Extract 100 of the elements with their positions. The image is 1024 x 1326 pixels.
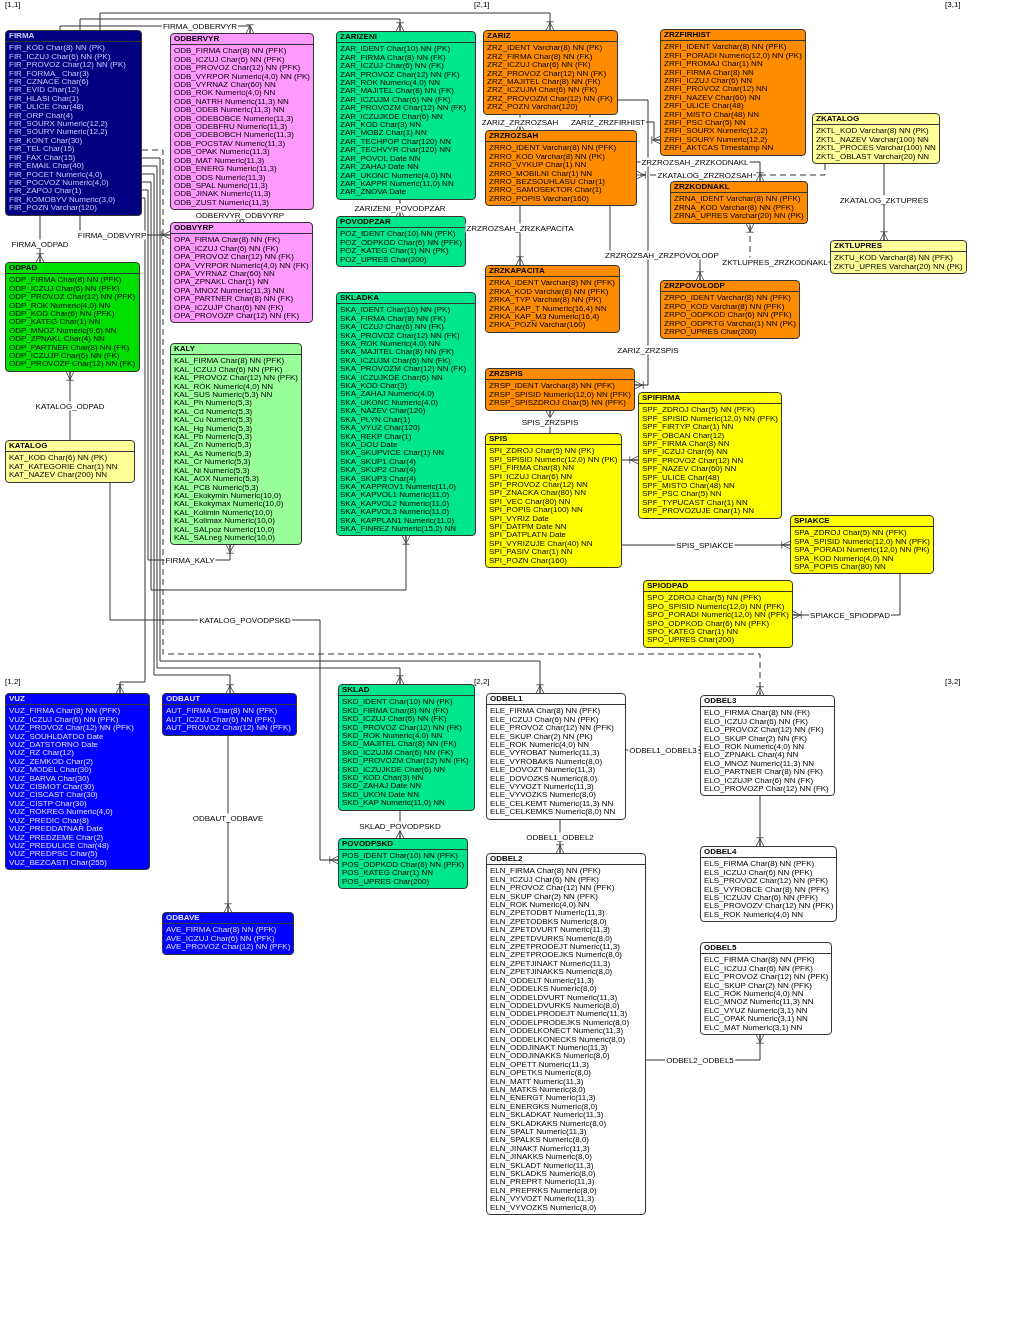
column-row-text: ELN_ODDELT Numeric(11,3) (490, 976, 595, 985)
column-row-text: POZ_KATEG Char(1) NN (PK) (340, 247, 449, 256)
column-row-text: ELN_ODDELPRODEJKS Numeric(8,0) (490, 1018, 631, 1027)
column-row-text: SPO_UPRES Char(200) (647, 636, 736, 645)
column-row-text: SPF_OBCAN Char(12) (642, 431, 725, 440)
column-row-text: SKD_ICZUJM Char(6) NN (FK) (342, 748, 454, 757)
column-row-text: ODP_ROK Numeric(4,0) NN (9, 301, 111, 310)
column-row-text: KAL_Kolimax Numeric(10,0) (174, 517, 276, 526)
column-row-text: ODB_ODEBOBCE Numeric(11,3) (174, 114, 295, 123)
column-row-text: ZRFI_PSC Char(5) NN (664, 119, 746, 128)
column-row-text: ELO_ICZUJ Char(6) NN (FK) (704, 717, 809, 726)
edge-label: FIRMA_ODPAD (10, 239, 70, 249)
column-row-text: SPA_ZDROJ Char(5) NN (PFK) (794, 529, 908, 538)
edge-label: ODBEL2_ODBEL5 (665, 1055, 735, 1065)
column-row-text: SPO_SPISID Numeric(12,0) NN (PFK) (647, 602, 785, 611)
column-row-text: ELN_VYVOZKS Numeric(8,0) (490, 1203, 598, 1213)
column-row-text: KAL_SUS Numeric(5,3) NN (174, 391, 274, 400)
page-marker: [1,1] (5, 0, 21, 9)
column-row-text: ZRKA_POZN Varchar(160) (489, 321, 586, 330)
table-box (485, 433, 622, 569)
column-row-text: SPF_PROVOZUJE Char(1) NN (642, 507, 756, 516)
column-row-text: VUZ_PREDDATNAR Date (9, 825, 105, 834)
column-row-text: KAL_Cr Numeric(5,3) (174, 458, 252, 467)
table-box (170, 33, 315, 211)
column-row-text: FIR_FAX Char(15) (9, 153, 76, 162)
column-row-text: ZRPO_KOD Varchar(8) NN (PFK) (664, 302, 785, 311)
table-name: ZRZKAPACITA (486, 267, 619, 278)
column-row-text: ELN_ZPETJINAKKS Numeric(8,0) (490, 968, 614, 977)
column-row-text: FIR_CZNACE Char(6) (9, 78, 90, 87)
column-row-text: SPO_ODPKOD Char(6) NN (PFK) (647, 619, 770, 628)
column-row-text: ELC_MAT Numeric(3,1) NN (704, 1023, 804, 1033)
column-row-text: POS_UPRES Char(200) (342, 877, 431, 887)
column-row-text: KAL_ICZUJ Char(6) NN (PFK) (174, 365, 283, 374)
column-row-text: ELO_PARTNER Char(8) NN (FK) (704, 768, 824, 777)
table-name: ZRZKODNAKL (671, 183, 807, 194)
column-row-text: ZRFI_MISTO Char(48) NN (664, 110, 760, 119)
column-row-text: ODB_ODEB Numeric(11,3) NN (174, 106, 285, 115)
column-row-text: ZRNA_KOD Varchar(8) NN (PFK) (674, 203, 794, 212)
edge-label: ZARIZ_ZRZSPIS (616, 345, 680, 355)
column-row-text: ZRFI_NAZEV Char(60) NN (664, 93, 762, 102)
column-row-text: ELO_ZPNAKL Char(4) NN (704, 751, 799, 760)
column-row-text: ZRRO_SAMOSEKTOR Char(1) (489, 186, 603, 195)
column-row-text: ELN_SKLADKAT Numeric(11,3) (490, 1111, 604, 1120)
column-row-text: ELN_ENERGKS Numeric(8,0) (490, 1102, 598, 1111)
column-row-text: ELE_FIRMA Char(8) NN (PFK) (490, 707, 602, 716)
column-row-text: ODB_SPAL Numeric(11,3) (174, 181, 268, 190)
column-row-text: SKA_MAJITEL Char(8) NN (FK) (340, 348, 455, 357)
table-box (336, 292, 476, 537)
table-box (336, 31, 476, 200)
column-row-text: ELN_ODDJINAKT Numeric(11,3) (490, 1043, 608, 1052)
column-row-text: ELN_OPETKS Numeric(8,0) (490, 1069, 592, 1078)
column-row-text: VUZ_CISMOT Char(30) (9, 783, 95, 792)
table-name: KATALOG (6, 442, 134, 453)
table-box (336, 216, 466, 268)
column-row-text: ZAR_PROVOZM Char(12) NN (FK) (340, 104, 468, 113)
column-row: ODP_PROVOZ Char(12) NN (PFK) (9, 293, 136, 302)
column-row-text: SPI_ZNACKA Char(80) NN (489, 489, 587, 498)
column-row-text: ZAR_UKONC Numeric(4,0) NN (340, 171, 453, 180)
column-row-text: ZRFI_AKTCAS Timestamp NN (664, 144, 775, 153)
column-row-text: KAL_Zn Numeric(5,3) (174, 441, 253, 450)
column-row-text: ELC_MNOZ Numeric(11,3) NN (704, 998, 815, 1007)
column-row-text: ZAR_ICZUJKDE Char(6) NN (340, 112, 444, 121)
column-row-text: FIR_EVID Char(12) (9, 86, 79, 95)
column-row-text: SPI_ICZUJ Char(6) NN (489, 472, 573, 481)
column-row-text: FIR_POZN Varchar(120) (9, 204, 97, 213)
column-row-text: FIR_ICZUJ Char(6) NN (PK) (9, 52, 112, 61)
page-marker: [2,2] (474, 677, 490, 686)
column-row-text: ZRKA_KAP_M3 Numeric(16,4) (489, 313, 601, 322)
column-row-text: SPF_NAZEV Char(60) NN (642, 465, 738, 474)
column-row-text: ZAR_ICZUJ Char(6) NN (FK) (340, 62, 446, 71)
column-row-text: SPI_POPIS Char(100) NN (489, 506, 584, 515)
table-name: ODBEL2 (487, 855, 645, 866)
column-row-text: ZKTL_NAZEV Varchar(100) NN (816, 135, 930, 144)
column-row-text: ZRPO_IDENT Varchar(8) NN (PFK) (664, 294, 792, 303)
column-row-text: ODP_ICZUJ Char(6) NN (PFK) (9, 284, 120, 293)
table-box (638, 392, 783, 519)
column-row-text: ELN_SKUP Char(2) NN (PFK) (490, 892, 598, 901)
table-name: ODBVYRP (171, 224, 312, 235)
column-row-text: ELS_ICZUJV Char(6) NN (PFK) (704, 894, 818, 903)
column-row-text: ELN_SKLADT Numeric(11,3) (490, 1161, 594, 1170)
column-row-text: SPI_FIRMA Char(8) NN (489, 464, 574, 473)
column-row-text: ZRNA_IDENT Varchar(8) NN (PFK) (674, 195, 802, 204)
column-row-text: ELN_ZPETDVURT Numeric(11,3) (490, 926, 611, 935)
column-row-text: VUZ_ZEMKOD Char(2) (9, 757, 94, 766)
column-row-text: ELN_JINAKT Numeric(11,3) (490, 1144, 590, 1153)
column-row-text: VUZ_SOUHLDATDO Date (9, 732, 105, 741)
table-name: ZARIZ (484, 32, 617, 43)
column-row-text: OPA_PROVOZ Char(12) NN (FK) (174, 253, 294, 262)
column-row-text: FIR_KOMOBYV Numeric(3,0) (9, 195, 117, 204)
table-name: ODBERVYR (171, 35, 314, 46)
column-row-text: SKA_PLYN Char(1) (340, 415, 411, 424)
column-row-text: ELE_VYVOZKS Numeric(8,0) (490, 791, 597, 800)
column-row-text: ELE_DOVOZT Numeric(11,3) (490, 766, 596, 775)
column-row-text: ELE_VYROBAKS Numeric(8,0) (490, 757, 604, 766)
column-row-text: ODB_ENERG Numeric(11,3) (174, 165, 278, 174)
column-row-text: SKA_KAPPROV1 Numeric(11,0) (340, 482, 457, 491)
column-row: ZKTL_PROCES Varchar(100) NN (816, 144, 936, 153)
edge-label: SPIAKCE_SPIODPAD (809, 610, 891, 620)
table-box (485, 130, 637, 207)
page-marker: [3,1] (945, 0, 961, 9)
